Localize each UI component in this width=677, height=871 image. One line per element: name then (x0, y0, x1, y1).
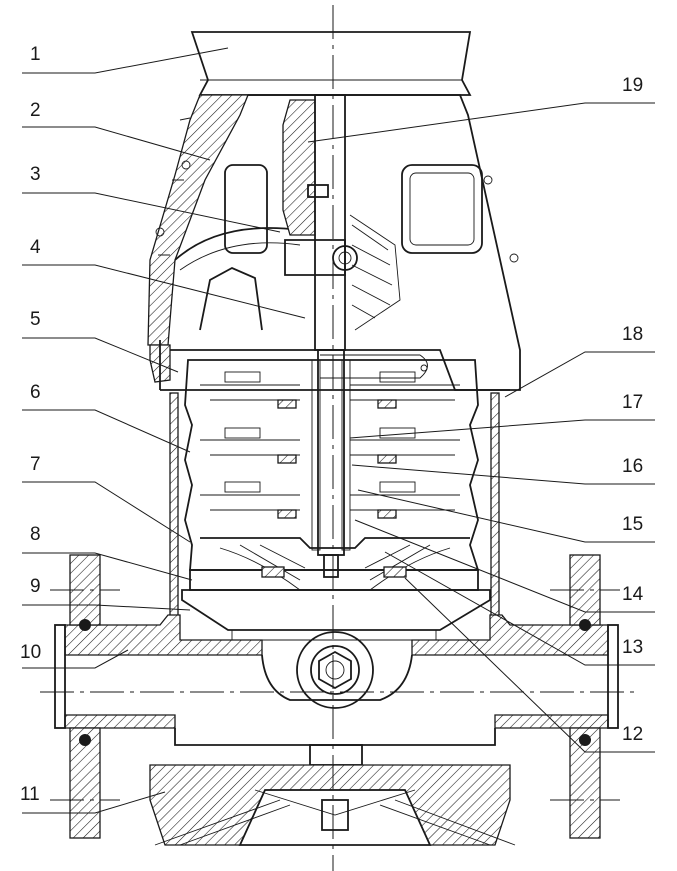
part-label-3: 3 (30, 164, 41, 185)
part-label-17: 17 (622, 392, 643, 413)
part-label-12: 12 (622, 724, 643, 745)
part-label-19: 19 (622, 75, 643, 96)
part-label-11: 11 (20, 784, 40, 805)
part-label-15: 15 (622, 514, 643, 535)
part-labels: 1 2 3 4 5 6 7 8 9 10 11 12 13 14 15 16 1… (20, 44, 644, 805)
part-label-18: 18 (622, 324, 643, 345)
part-label-4: 4 (30, 237, 41, 258)
impeller-stack (184, 359, 480, 591)
shaft (311, 349, 351, 578)
pump-base-casing (64, 614, 609, 766)
part-label-9: 9 (30, 576, 41, 597)
suction-stage (181, 566, 491, 641)
leader-lines (22, 47, 655, 814)
flange-left (54, 554, 101, 839)
part-label-5: 5 (30, 309, 41, 330)
coupling (282, 94, 401, 351)
part-label-16: 16 (622, 456, 643, 477)
bracket-housing (147, 94, 521, 391)
part-label-2: 2 (30, 100, 41, 121)
part-label-13: 13 (622, 637, 643, 658)
flange-right (569, 554, 619, 839)
part-label-7: 7 (30, 454, 41, 475)
base-foot (149, 764, 516, 846)
part-label-1: 1 (30, 44, 41, 65)
part-label-8: 8 (30, 524, 41, 545)
outer-sleeve (160, 389, 510, 629)
part-label-10: 10 (20, 642, 41, 663)
part-label-14: 14 (622, 584, 644, 605)
motor-adapter (190, 31, 472, 96)
part-label-6: 6 (30, 382, 41, 403)
drain-plug (296, 631, 374, 709)
